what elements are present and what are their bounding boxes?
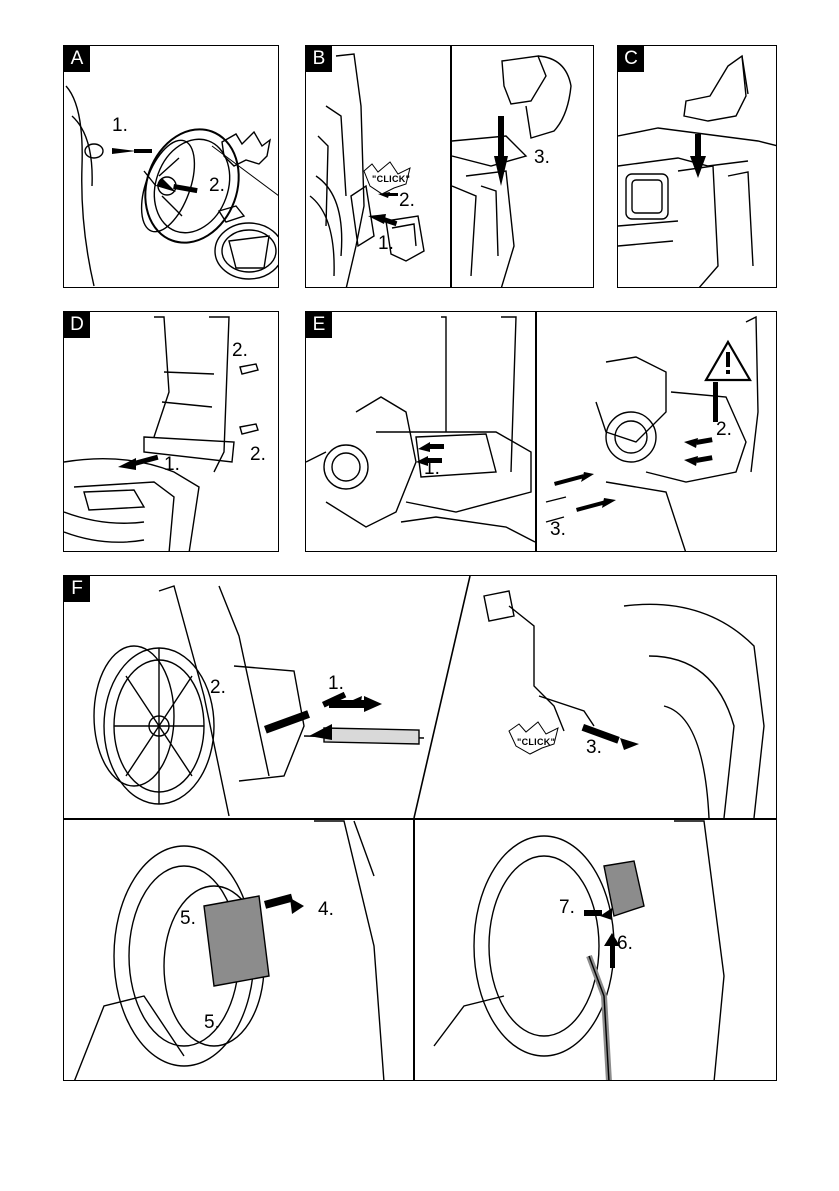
- panel-a: A 1. 2.: [63, 45, 279, 288]
- step-label: 5.: [180, 908, 196, 929]
- step-label: 1.: [424, 458, 440, 479]
- step-label: 5.: [204, 1012, 220, 1033]
- hook-attached-illustration: [618, 54, 776, 287]
- step-label: 4.: [318, 899, 334, 920]
- panel-f: F: [63, 575, 777, 1081]
- hose-reel-illustration: [74, 576, 765, 1080]
- step-label: 3.: [534, 147, 550, 168]
- panel-divider: [450, 46, 452, 287]
- panel-c-letter: C: [618, 46, 644, 72]
- panel-e: E 1. 2. 3.: [305, 311, 777, 552]
- click-label: "CLICK": [517, 737, 556, 747]
- step-label: 2.: [250, 444, 266, 465]
- step-label: 3.: [550, 519, 566, 540]
- step-label: 3.: [586, 737, 602, 758]
- panel-d-letter: D: [64, 312, 90, 338]
- step-label: 2.: [210, 677, 226, 698]
- panel-c: C: [617, 45, 777, 288]
- step-label: 1.: [112, 115, 128, 136]
- handle-insert-illustration: [64, 316, 259, 551]
- panel-e-letter: E: [306, 312, 332, 338]
- step-label: 2.: [716, 419, 732, 440]
- panel-divider: [413, 818, 415, 1080]
- step-label: 7.: [559, 897, 575, 918]
- panel-a-letter: A: [64, 46, 90, 72]
- panel-f-letter: F: [64, 576, 90, 602]
- wheel-mount-illustration: [65, 85, 278, 287]
- panel-d: D 1. 2. 2.: [63, 311, 279, 552]
- panel-divider: [535, 312, 537, 551]
- panel-b-letter: B: [306, 46, 332, 72]
- step-label: 1.: [328, 673, 344, 694]
- step-label: 1.: [164, 454, 180, 475]
- step-label: 1.: [378, 233, 394, 254]
- step-label: 2.: [209, 175, 225, 196]
- step-label: 2.: [232, 340, 248, 361]
- panel-b: B "CLICK" 1. 2. 3.: [305, 45, 594, 288]
- click-label: "CLICK": [372, 174, 411, 184]
- panel-screw-illustration: [306, 315, 759, 551]
- hook-mount-illustration: [309, 53, 572, 287]
- panel-divider: [64, 818, 776, 820]
- step-label: 2.: [399, 190, 415, 211]
- step-label: 6.: [617, 933, 633, 954]
